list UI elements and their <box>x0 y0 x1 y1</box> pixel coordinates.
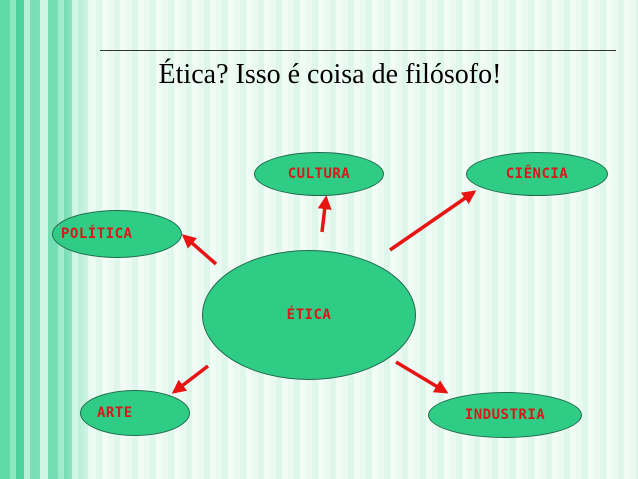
node-industria-label: INDUSTRIA <box>464 407 546 423</box>
node-industria: INDUSTRIA <box>428 392 582 438</box>
title-rule <box>100 50 616 51</box>
node-ciencia-label: CIÊNCIA <box>505 166 569 182</box>
page-title: Ética? Isso é coisa de filósofo! <box>158 59 502 90</box>
node-politica-label: POLÍTICA <box>61 226 133 242</box>
node-arte: ARTE <box>80 390 190 436</box>
node-cultura-label: CULTURA <box>287 166 351 182</box>
node-etica-label: ÉTICA <box>286 307 332 323</box>
node-etica: ÉTICA <box>202 250 416 380</box>
node-arte-label: ARTE <box>97 405 133 421</box>
node-cultura: CULTURA <box>254 152 384 196</box>
node-ciencia: CIÊNCIA <box>466 152 608 196</box>
node-politica: POLÍTICA <box>52 210 182 258</box>
